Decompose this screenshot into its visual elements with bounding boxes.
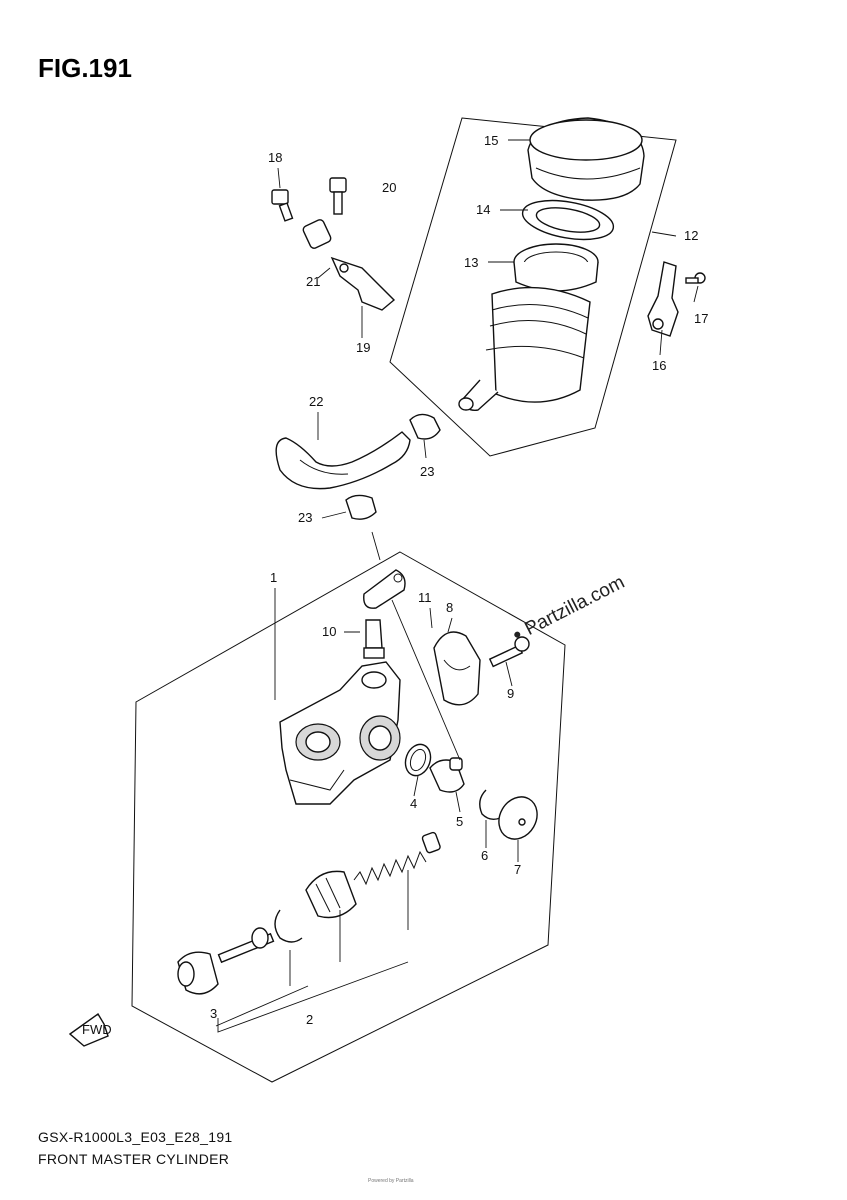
piston xyxy=(305,870,357,919)
callout-12: 12 xyxy=(684,228,698,243)
callout-6: 6 xyxy=(481,848,488,863)
callout-7: 7 xyxy=(514,862,521,877)
circlip-2 xyxy=(274,909,303,943)
group-2-bracket xyxy=(215,870,409,1027)
footer-small: Powered by Partzilla xyxy=(368,1178,414,1184)
group-lines-main xyxy=(217,961,409,1033)
callout-15: 15 xyxy=(484,133,498,148)
leader-lines xyxy=(274,139,699,862)
callout-18: 18 xyxy=(268,150,282,165)
callout-8: 8 xyxy=(446,600,453,615)
gasket-11 xyxy=(363,569,406,609)
diaphragm xyxy=(513,243,599,292)
forward-arrow-icon: FWD xyxy=(68,1012,112,1047)
callout-23-lower: 23 xyxy=(298,510,312,525)
master-cylinder-group-frame xyxy=(131,551,566,1083)
bolt-18 xyxy=(271,189,294,222)
callout-9: 9 xyxy=(507,686,514,701)
callout-2: 2 xyxy=(306,1012,313,1027)
diaphragm-plate xyxy=(521,199,615,241)
reservoir-hose xyxy=(275,431,411,490)
model-code: GSX-R1000L3_E03_E28_191 xyxy=(38,1129,233,1145)
callout-14: 14 xyxy=(476,202,490,217)
master-cylinder-body xyxy=(279,661,401,805)
piston-spring xyxy=(353,831,441,886)
callout-3: 3 xyxy=(210,1006,217,1021)
callout-17: 17 xyxy=(694,311,708,326)
callout-22: 22 xyxy=(309,394,323,409)
dust-cover xyxy=(498,796,538,840)
callout-5: 5 xyxy=(456,814,463,829)
reservoir-body xyxy=(458,286,591,411)
reservoir-mount-bracket xyxy=(330,256,396,311)
svg-text:Partzilla.com: Partzilla.com xyxy=(522,572,628,640)
callout-21: 21 xyxy=(306,274,320,289)
clamp-bolt xyxy=(488,636,530,668)
svg-text:FWD: FWD xyxy=(82,1022,112,1037)
callout-20: 20 xyxy=(382,180,396,195)
callout-4: 4 xyxy=(410,796,417,811)
reservoir-joint xyxy=(429,757,465,793)
callout-10: 10 xyxy=(322,624,336,639)
figure-caption: FRONT MASTER CYLINDER xyxy=(38,1151,229,1167)
hose-clip-upper xyxy=(409,413,441,440)
push-rod xyxy=(177,927,275,995)
callout-11: 11 xyxy=(418,590,432,605)
circlip-6 xyxy=(479,789,501,821)
master-cylinder-clamp xyxy=(433,631,481,706)
watermark: Partzilla.com xyxy=(514,572,628,640)
collar-21 xyxy=(302,219,332,249)
bracket-screw xyxy=(685,272,706,284)
bolt-20 xyxy=(329,177,347,215)
figure-title: FIG.191 xyxy=(38,53,132,83)
callout-13: 13 xyxy=(464,255,478,270)
hose-clip-lower xyxy=(345,494,377,520)
o-ring xyxy=(404,743,432,777)
callout-23-upper: 23 xyxy=(420,464,434,479)
union-bolt-10 xyxy=(363,619,385,659)
reservoir-cap xyxy=(527,117,645,201)
callout-1: 1 xyxy=(270,570,277,585)
callout-19: 19 xyxy=(356,340,370,355)
callout-16: 16 xyxy=(652,358,666,373)
reservoir-bracket xyxy=(647,261,679,337)
